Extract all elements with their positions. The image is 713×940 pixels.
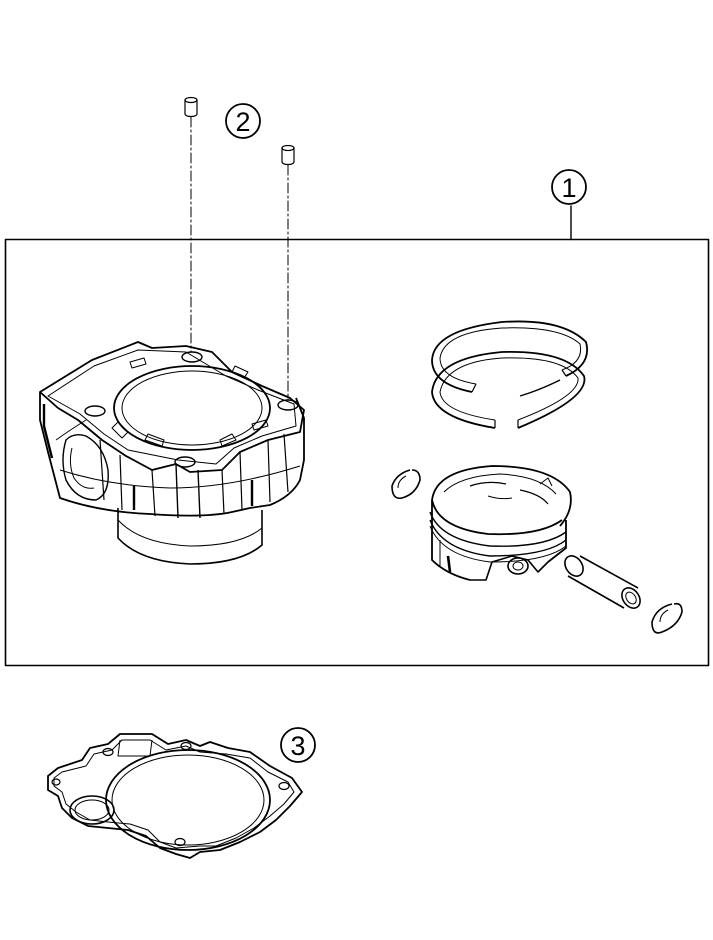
- piston: [429, 465, 572, 581]
- cylinder-base-gasket: [47, 733, 303, 859]
- cylinder: [39, 341, 305, 565]
- callout-2-label: 2: [235, 107, 250, 137]
- callout-2[interactable]: 2: [225, 103, 261, 139]
- piston-ring-second: [431, 350, 586, 429]
- callout-3-label: 3: [290, 731, 305, 761]
- assembly-frame: [4, 238, 710, 667]
- dowel-pin-right: [281, 144, 295, 166]
- callout-3[interactable]: 3: [280, 727, 316, 763]
- callout-1[interactable]: 1: [551, 169, 587, 205]
- callout-1-label: 1: [561, 173, 576, 203]
- dowel-pin-left: [184, 96, 198, 118]
- piston-pin: [564, 555, 641, 609]
- piston-ring-top: [431, 320, 588, 397]
- circlip-left: [391, 469, 421, 500]
- circlip-right: [651, 602, 683, 634]
